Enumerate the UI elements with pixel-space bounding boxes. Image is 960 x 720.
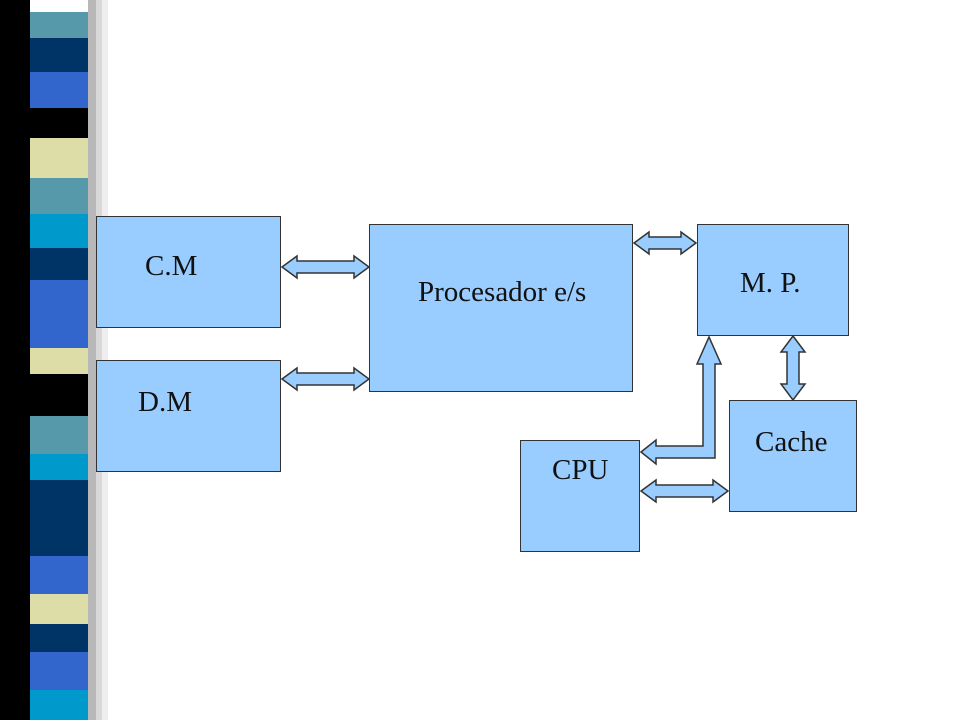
strip-block [30, 454, 88, 480]
strip-block [30, 520, 88, 556]
label-dm: D.M [138, 386, 192, 418]
strip-block [30, 178, 88, 214]
strip-block [30, 138, 88, 178]
strip-block [30, 280, 88, 312]
strip-block [30, 108, 88, 138]
strip-block [30, 248, 88, 280]
strip-block [30, 12, 88, 38]
arrow-cpu-cache [639, 478, 730, 504]
arrow-cpu-mp [639, 335, 723, 466]
label-cm: C.M [145, 250, 198, 282]
arrow-procesador-mp [632, 230, 698, 256]
label-cpu: CPU [552, 454, 609, 486]
strip-block [30, 348, 88, 374]
strip-block [30, 416, 88, 454]
strip-block [30, 72, 88, 108]
block-dm [96, 360, 281, 472]
strip-block [30, 652, 88, 690]
strip-block [30, 374, 88, 416]
block-mp [697, 224, 849, 336]
label-mp: M. P. [740, 267, 801, 299]
label-cache: Cache [755, 426, 828, 458]
label-procesador: Procesador e/s [418, 276, 587, 308]
arrow-mp-cache [779, 334, 807, 402]
block-procesador [369, 224, 633, 392]
strip-block [30, 624, 88, 652]
strip-block [30, 312, 88, 348]
strip-block [30, 594, 88, 624]
block-cm [96, 216, 281, 328]
strip-block [30, 690, 88, 720]
strip-block [30, 214, 88, 248]
arrow-dm-procesador [280, 366, 371, 392]
arrow-cm-procesador [280, 254, 371, 280]
strip-block [30, 38, 88, 72]
block-cache [729, 400, 857, 512]
strip-block [30, 0, 88, 12]
strip-block [30, 556, 88, 594]
strip-block [30, 480, 88, 520]
block-cpu [520, 440, 640, 552]
